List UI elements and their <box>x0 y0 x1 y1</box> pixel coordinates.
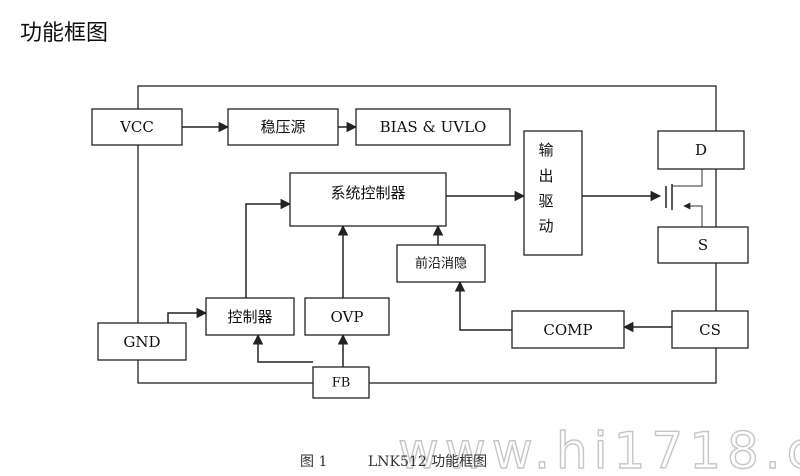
block-vcc: VCC <box>91 108 183 146</box>
figure-number: 图 1 <box>300 454 327 470</box>
cs-label: CS <box>699 321 721 339</box>
block-controller: 控制器 <box>205 297 295 336</box>
signal-wires <box>167 121 672 367</box>
output-driver-char-1: 输 <box>538 141 553 159</box>
wire-controller-system-controller <box>245 198 292 298</box>
bias-uvlo-label: BIAS & UVLO <box>380 118 487 136</box>
drain-label: D <box>695 141 707 159</box>
mosfet-symbol <box>665 168 703 227</box>
block-source: S <box>657 226 749 264</box>
block-system-controller: 系统控制器 <box>289 172 447 227</box>
output-driver-char-3: 驱 <box>538 192 553 210</box>
block-fb: FB <box>312 366 370 399</box>
watermark: www.hi1718.com <box>398 422 800 476</box>
gnd-label: GND <box>123 333 160 351</box>
system-controller-label: 系统控制器 <box>330 184 405 202</box>
regulator-label: 稳压源 <box>260 118 305 136</box>
block-ovp: OVP <box>304 297 390 336</box>
vcc-label: VCC <box>119 118 154 136</box>
controller-label: 控制器 <box>227 308 272 326</box>
block-drain: D <box>657 130 745 170</box>
wire-gnd-controller <box>167 307 208 323</box>
wire-comp-blanking <box>454 280 512 331</box>
figure-caption: LNK512 功能框图 <box>368 454 487 470</box>
fb-label: FB <box>332 376 351 391</box>
wire-fb-controller <box>252 333 313 363</box>
output-driver-char-4: 动 <box>538 217 553 235</box>
source-label: S <box>698 236 708 254</box>
page-title: 功能框图 <box>20 21 108 46</box>
block-comp: COMP <box>511 310 625 349</box>
ovp-label: OVP <box>331 308 364 326</box>
block-gnd: GND <box>97 322 187 361</box>
block-output-driver: 输 出 驱 动 <box>523 130 583 256</box>
block-leading-edge-blanking: 前沿消隐 <box>396 244 486 283</box>
block-bias-uvlo: BIAS & UVLO <box>355 108 511 146</box>
leading-edge-blanking-label: 前沿消隐 <box>415 256 467 272</box>
block-regulator: 稳压源 <box>227 108 339 146</box>
output-driver-char-2: 出 <box>538 167 553 185</box>
comp-label: COMP <box>543 321 592 339</box>
block-cs: CS <box>671 310 749 349</box>
